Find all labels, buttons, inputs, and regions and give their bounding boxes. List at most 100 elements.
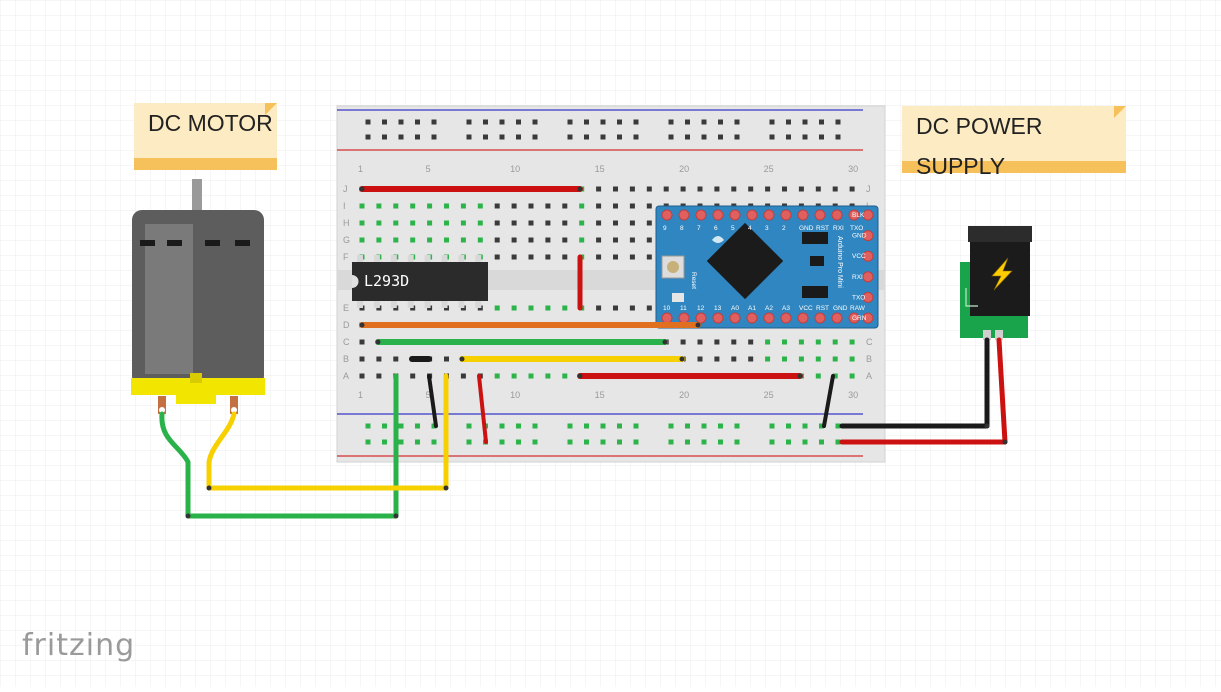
row-letter: A [866,371,872,381]
column-number: 1 [358,164,363,174]
arduino-pin [862,230,874,242]
breadboard-hole [849,373,855,379]
pin-label: 8 [680,225,684,232]
breadboard-hole [393,237,399,243]
breadboard-hole [393,356,399,362]
pin-label: RAW [850,305,866,312]
pin-label: TXO [852,294,865,301]
breadboard-hole [545,305,551,311]
row-letter: B [343,354,349,364]
row-letter: J [866,184,871,194]
rail-hole [499,134,505,140]
rail-hole [567,119,573,125]
rail-hole [584,134,589,140]
rail-hole [398,423,404,429]
note-dc-power-supply: DC POWER SUPPLY [902,106,1126,179]
rail-hole [617,119,622,125]
row-letter: C [866,337,873,347]
breadboard-hole [359,339,365,345]
pin-label: A0 [731,305,739,312]
breadboard-hole [629,254,635,260]
arduino-pin [678,312,690,324]
rail-hole [600,423,606,429]
rail-hole [835,134,841,140]
dc-motor-icon [131,179,265,414]
chip-pin [441,300,448,308]
rail-hole [365,439,371,445]
rail-hole [532,439,538,445]
arduino-pin [797,312,809,324]
breadboard-hole [528,220,534,226]
wire-endpoint [375,339,381,345]
pin-label: A1 [748,305,756,312]
breadboard-hole [697,186,703,192]
arduino-name: Arduino Pro Mini [836,236,843,288]
rail-hole [584,119,589,125]
wire-endpoint [577,186,583,192]
row-letter: B [866,354,872,364]
breadboard-hole [494,237,500,243]
rail-hole [499,423,505,429]
rail-hole [633,439,639,445]
rail-hole [431,134,437,140]
rail-hole [701,439,707,445]
breadboard-hole [494,203,500,209]
rail-hole [802,423,808,429]
rail-hole [734,439,740,445]
rail-hole [567,439,573,445]
arduino-pin [780,209,792,221]
chip-label: L293D [364,272,409,290]
rail-hole [415,439,420,445]
column-number: 15 [595,390,605,400]
rail-hole [769,119,775,125]
breadboard-hole [596,305,602,311]
rail-hole [600,119,606,125]
breadboard-hole [359,373,365,379]
rail-hole [382,134,387,140]
breadboard-hole [545,254,551,260]
rail-hole [617,423,622,429]
rail-hole [466,423,472,429]
wire-endpoint [206,485,212,491]
breadboard-hole [765,186,771,192]
rail-hole [499,439,505,445]
breadboard-hole [460,220,466,226]
rail-hole [633,423,639,429]
column-number: 10 [510,164,520,174]
column-number: 5 [426,164,431,174]
rail-hole [617,439,622,445]
row-letter: H [343,218,350,228]
row-letter: G [343,235,350,245]
chip-pin [424,255,431,263]
rail-hole [685,439,690,445]
rail-hole [415,423,420,429]
breadboard-hole [393,203,399,209]
breadboard-hole [596,186,602,192]
breadboard-hole [765,356,771,362]
rail-hole [701,119,707,125]
column-number: 15 [595,164,605,174]
breadboard-hole [460,373,466,379]
column-number: 1 [358,390,363,400]
rail-hole [802,439,808,445]
breadboard-hole [731,356,737,362]
rail-hole [633,134,639,140]
breadboard-hole [477,203,483,209]
rail-hole [734,119,740,125]
rail-hole [466,439,472,445]
rail-hole [382,439,387,445]
pin-label: RST [816,225,829,232]
pin-label: GND [852,233,867,240]
rail-hole [685,134,690,140]
breadboard-hole [613,254,618,260]
rail-hole [734,423,740,429]
row-letter: J [343,184,348,194]
rail-hole [668,134,674,140]
breadboard-hole [714,356,720,362]
column-number: 25 [764,164,774,174]
breadboard-hole [444,203,449,209]
rail-hole [365,119,371,125]
pin-label: A3 [782,305,790,312]
arduino-pin [848,209,860,221]
chip-pin [441,255,448,263]
